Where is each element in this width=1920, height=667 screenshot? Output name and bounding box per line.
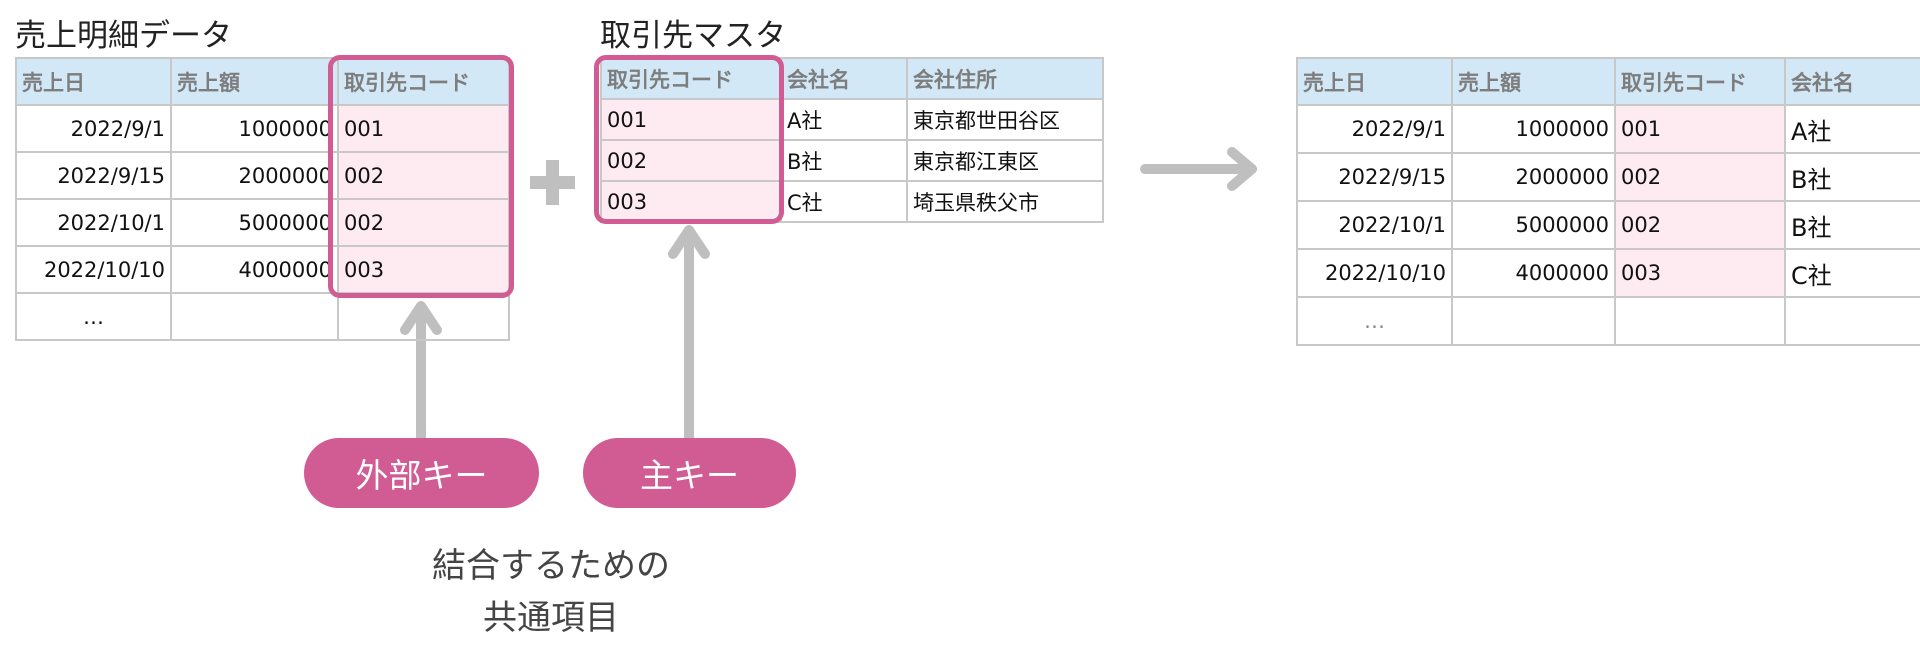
cell-code: 003 <box>337 245 510 294</box>
ellipsis-cell: … <box>15 292 172 341</box>
cell-address: 東京都世田谷区 <box>906 98 1104 141</box>
cell-company: B社 <box>1784 152 1920 202</box>
caption-line-1: 結合するための <box>432 546 670 586</box>
header-cell: 取引先コード <box>1614 57 1786 106</box>
cell-code: 002 <box>337 198 510 247</box>
table-row: 2022/10/1 5000000 002 B社 <box>1296 200 1920 250</box>
cell-amount: 1000000 <box>1451 104 1616 154</box>
header-cell: 売上額 <box>170 57 339 106</box>
cell-date: 2022/9/15 <box>15 151 172 200</box>
cell-company: A社 <box>1784 104 1920 154</box>
table-row: 002 B社 東京都江東区 <box>600 139 1104 182</box>
empty-cell <box>1614 296 1786 346</box>
empty-cell <box>337 292 510 341</box>
master-table: 取引先コード 会社名 会社住所 001 A社 東京都世田谷区 002 B社 東京… <box>600 57 1104 223</box>
arrow-right-icon <box>1140 147 1257 191</box>
sales-table: 売上日 売上額 取引先コード 2022/9/1 1000000 001 2022… <box>15 57 510 341</box>
header-cell: 取引先コード <box>600 57 782 100</box>
cell-address: 東京都江東区 <box>906 139 1104 182</box>
cell-amount: 5000000 <box>1451 200 1616 250</box>
arrow-up-icon <box>668 225 710 438</box>
table-header-row: 売上日 売上額 取引先コード <box>15 57 510 106</box>
table-row: 2022/10/10 4000000 003 <box>15 245 510 294</box>
header-cell: 会社名 <box>1784 57 1920 106</box>
cell-date: 2022/10/1 <box>1296 200 1453 250</box>
cell-date: 2022/10/10 <box>1296 248 1453 298</box>
table-row: 2022/9/1 1000000 001 <box>15 104 510 153</box>
cell-amount: 4000000 <box>1451 248 1616 298</box>
foreign-key-highlight <box>328 55 514 298</box>
sales-table-title: 売上明細データ <box>15 18 232 54</box>
cell-code: 002 <box>1614 200 1786 250</box>
table-row: 2022/10/10 4000000 003 C社 <box>1296 248 1920 298</box>
table-row: 2022/9/1 1000000 001 A社 <box>1296 104 1920 154</box>
cell-code: 001 <box>1614 104 1786 154</box>
cell-date: 2022/9/1 <box>15 104 172 153</box>
cell-code: 002 <box>1614 152 1786 202</box>
table-row: 2022/9/15 2000000 002 B社 <box>1296 152 1920 202</box>
master-table-title: 取引先マスタ <box>600 18 786 54</box>
cell-code: 001 <box>600 98 782 141</box>
ellipsis-cell: … <box>1296 296 1453 346</box>
cell-amount: 2000000 <box>1451 152 1616 202</box>
cell-date: 2022/10/1 <box>15 198 172 247</box>
result-table: 売上日 売上額 取引先コード 会社名 2022/9/1 1000000 001 … <box>1296 57 1920 346</box>
table-row: 2022/9/15 2000000 002 <box>15 151 510 200</box>
cell-amount: 1000000 <box>170 104 339 153</box>
table-row: … <box>15 292 510 341</box>
cell-code: 003 <box>600 180 782 223</box>
caption-line-2: 共通項目 <box>483 598 619 638</box>
cell-company: B社 <box>780 139 908 182</box>
empty-cell <box>170 292 339 341</box>
cell-date: 2022/9/15 <box>1296 152 1453 202</box>
cell-company: C社 <box>1784 248 1920 298</box>
empty-cell <box>1784 296 1920 346</box>
header-cell: 売上額 <box>1451 57 1616 106</box>
cell-address: 埼玉県秩父市 <box>906 180 1104 223</box>
empty-cell <box>1451 296 1616 346</box>
cell-company: C社 <box>780 180 908 223</box>
table-header-row: 売上日 売上額 取引先コード 会社名 <box>1296 57 1920 106</box>
table-row: … <box>1296 296 1920 346</box>
header-cell: 売上日 <box>1296 57 1453 106</box>
cell-date: 2022/10/10 <box>15 245 172 294</box>
cell-code: 001 <box>337 104 510 153</box>
cell-company: A社 <box>780 98 908 141</box>
foreign-key-label: 外部キー <box>304 438 539 508</box>
cell-amount: 5000000 <box>170 198 339 247</box>
header-cell: 取引先コード <box>337 57 510 106</box>
table-header-row: 取引先コード 会社名 会社住所 <box>600 57 1104 100</box>
header-cell: 会社名 <box>780 57 908 100</box>
plus-icon <box>530 160 575 205</box>
header-cell: 会社住所 <box>906 57 1104 100</box>
cell-code: 002 <box>337 151 510 200</box>
primary-key-label: 主キー <box>583 438 796 508</box>
table-row: 2022/10/1 5000000 002 <box>15 198 510 247</box>
cell-code: 002 <box>600 139 782 182</box>
cell-amount: 2000000 <box>170 151 339 200</box>
primary-key-highlight <box>594 55 784 224</box>
cell-company: B社 <box>1784 200 1920 250</box>
table-row: 003 C社 埼玉県秩父市 <box>600 180 1104 223</box>
cell-amount: 4000000 <box>170 245 339 294</box>
header-cell: 売上日 <box>15 57 172 106</box>
cell-code: 003 <box>1614 248 1786 298</box>
cell-date: 2022/9/1 <box>1296 104 1453 154</box>
